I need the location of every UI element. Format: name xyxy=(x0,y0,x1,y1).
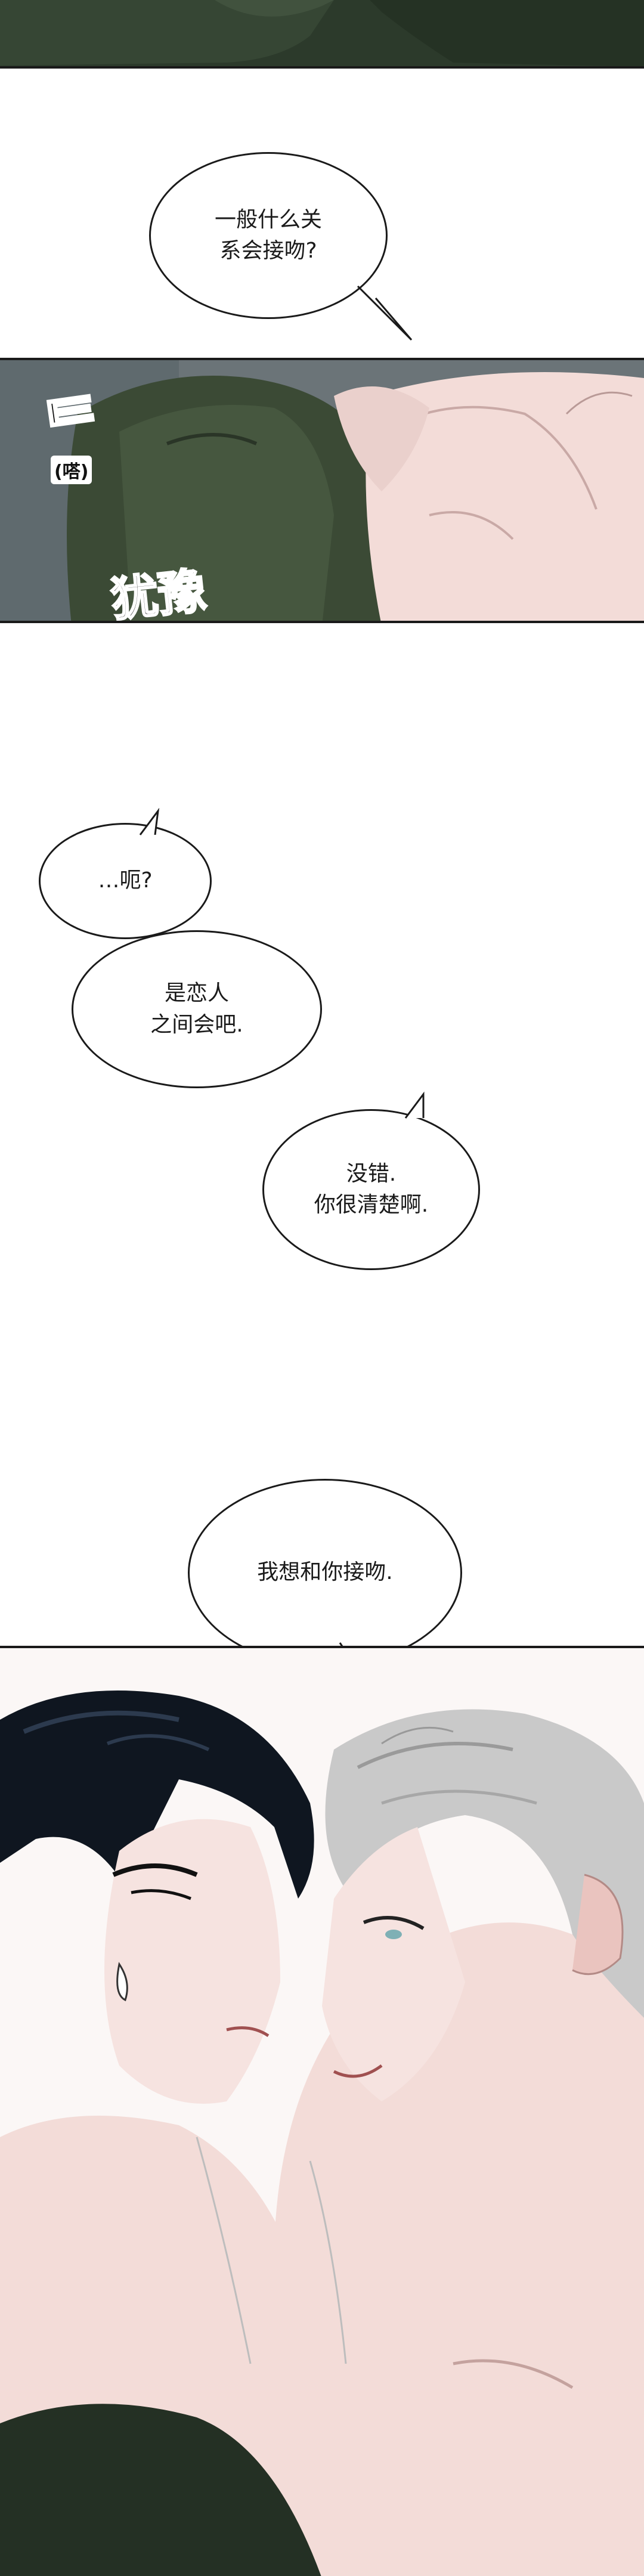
sfx-hesitate: 犹豫 xyxy=(107,562,210,623)
panel-top-strip xyxy=(0,0,644,69)
speech-bubble-uh: …呃? xyxy=(39,823,212,939)
speech-text-kiss: 我想和你接吻. xyxy=(257,1560,393,1585)
speech-text-question: 一般什么关 系会接吻? xyxy=(214,207,322,263)
speech-bubble-question: 一般什么关 系会接吻? xyxy=(149,152,388,319)
speech-text-lovers: 是恋人 之间会吧. xyxy=(150,981,243,1037)
speech-text-right: 没错. 你很清楚啊. xyxy=(314,1161,429,1217)
speech-bubble-tail xyxy=(404,1091,425,1119)
panel-closeup xyxy=(0,1646,644,2576)
startle-scene-art xyxy=(0,360,644,621)
speech-text-uh: …呃? xyxy=(98,868,153,893)
speech-bubble-tail xyxy=(357,285,413,341)
speech-bubble-right: 没错. 你很清楚啊. xyxy=(262,1109,480,1270)
shirt-strip-art xyxy=(0,0,644,69)
speech-bubble-tail xyxy=(139,808,160,835)
closeup-scene-art xyxy=(0,1648,644,2576)
speech-bubble-lovers: 是恋人 之间会吧. xyxy=(72,930,322,1088)
sfx-startle-sound: (嗒) xyxy=(51,456,92,484)
speech-bubble-kiss: 我想和你接吻. xyxy=(188,1479,462,1667)
panel-startle: ᄐ (嗒) 犹豫 xyxy=(0,358,644,623)
